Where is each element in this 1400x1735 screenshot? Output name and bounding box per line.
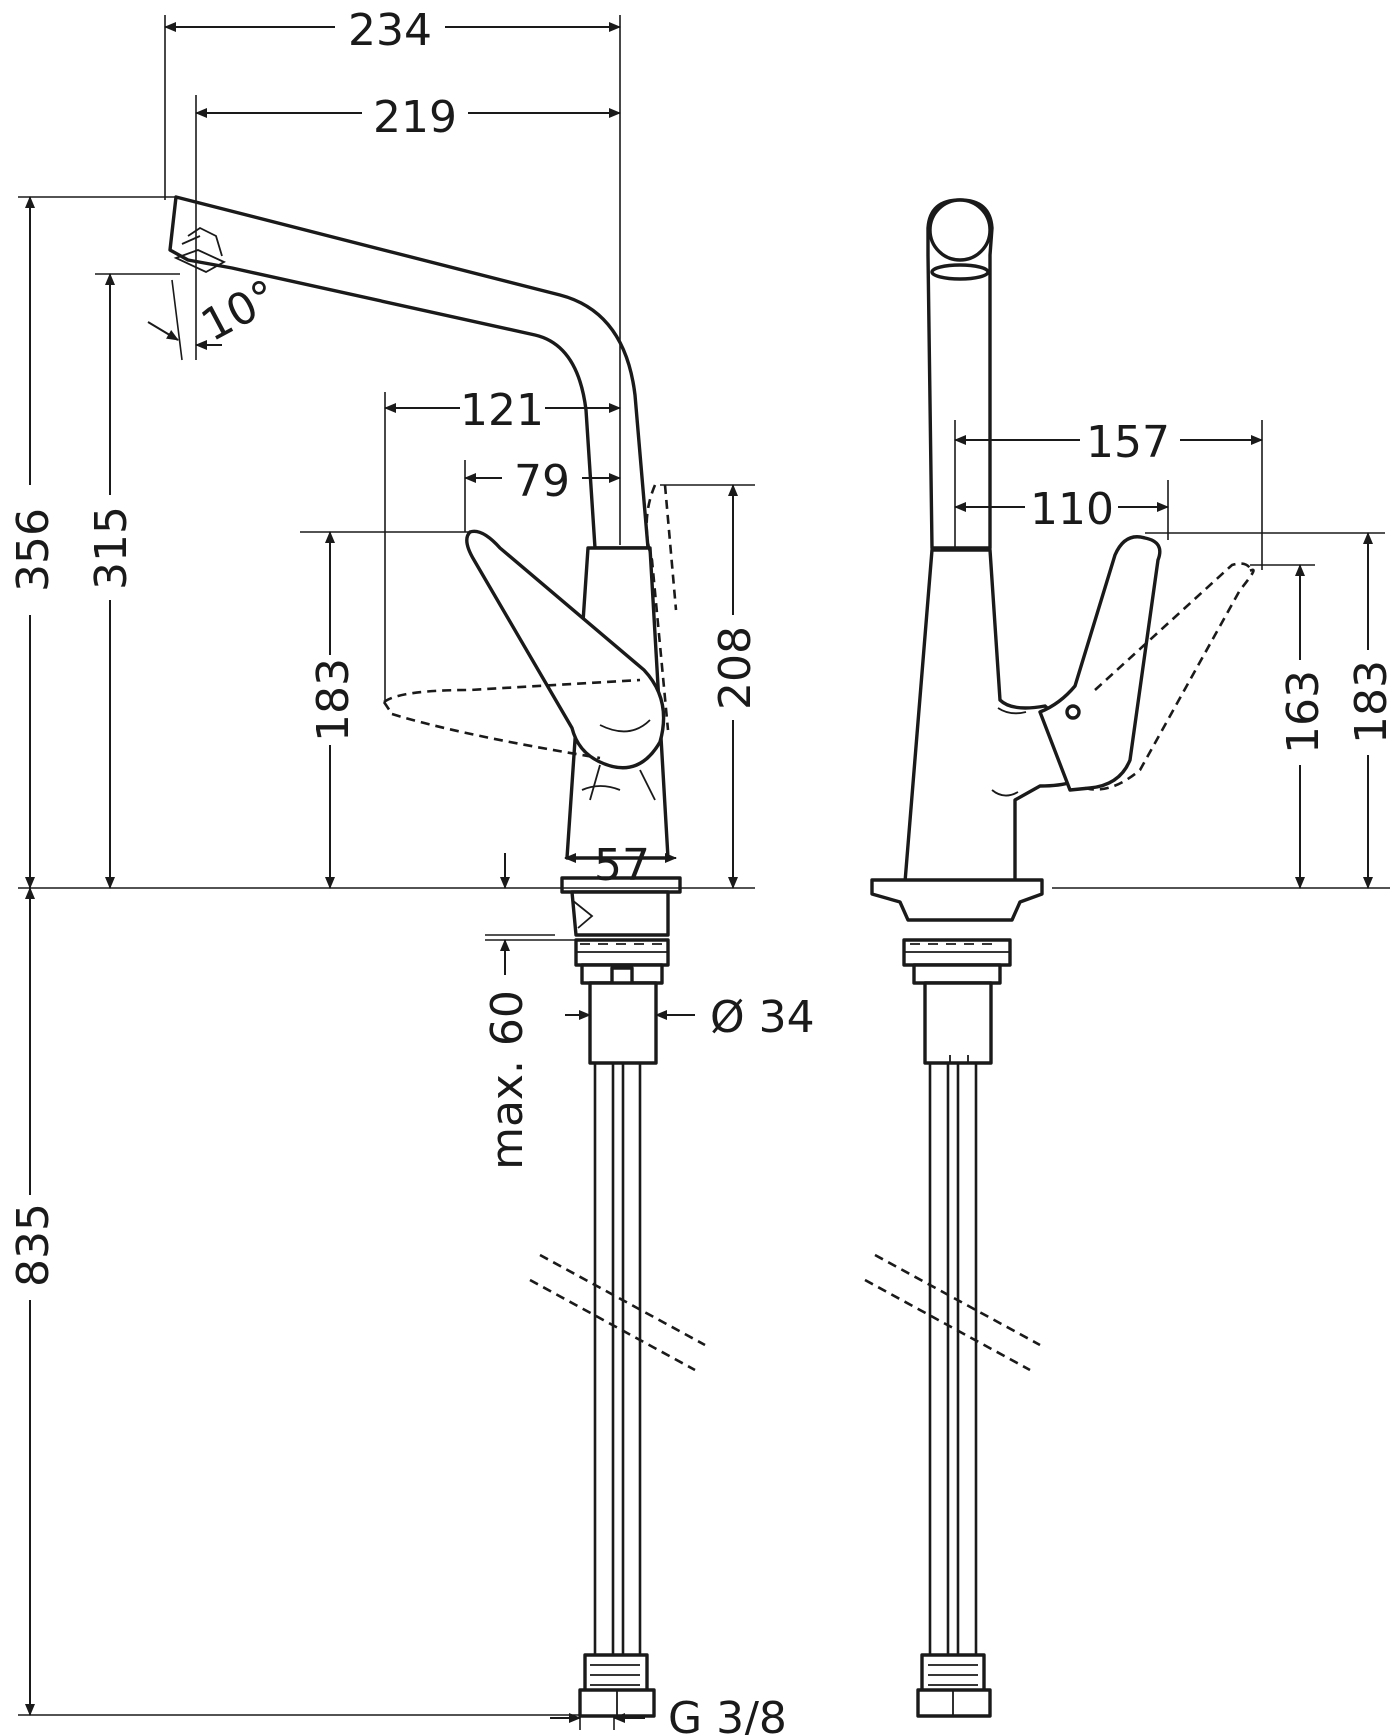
dim-label-315: 315 [86, 506, 137, 590]
dim-g38: G 3/8 [550, 1693, 787, 1735]
dim-163: 163 [1278, 564, 1329, 889]
dim-157: 157 [954, 417, 1263, 468]
dim-label-d34: Ø 34 [710, 992, 815, 1043]
dim-label-219: 219 [373, 92, 457, 143]
front-lever-alt [383, 678, 641, 704]
side-hoses [928, 1061, 978, 1672]
side-break-mark [864, 1253, 1041, 1372]
dim-79: 79 [464, 456, 621, 507]
dim-219: 219 [195, 92, 621, 143]
dim-label-79: 79 [514, 456, 570, 507]
dim-label-10deg: 10° [193, 270, 286, 352]
dim-max60: max. 60 [482, 853, 576, 1170]
dim-10deg: 10° [147, 270, 286, 352]
side-view [864, 198, 1255, 1718]
side-lever-alt [1084, 568, 1255, 791]
dim-110: 110 [954, 484, 1169, 535]
dim-label-183-front: 183 [308, 658, 359, 742]
dim-234: 234 [164, 5, 621, 56]
dim-label-110: 110 [1030, 484, 1114, 535]
side-lever [1038, 535, 1162, 792]
dim-label-57: 57 [594, 840, 650, 891]
side-shank [923, 981, 993, 1065]
dim-183-side: 183 [1346, 532, 1397, 889]
side-aerator [930, 263, 990, 281]
dim-183-front: 183 [308, 531, 359, 889]
dim-d34: Ø 34 [565, 992, 815, 1043]
dim-label-835: 835 [8, 1203, 59, 1287]
dim-208: 208 [710, 484, 761, 889]
side-base-plate [870, 878, 1044, 922]
dim-356: 356 [8, 196, 59, 889]
dim-label-208: 208 [710, 626, 761, 710]
dim-835: 835 [8, 887, 59, 1716]
front-hoses [593, 1061, 642, 1672]
front-shank [588, 981, 658, 1065]
dim-315: 315 [86, 273, 137, 889]
dim-label-356: 356 [8, 508, 59, 592]
dim-label-121: 121 [460, 385, 544, 436]
extension-lines [18, 15, 1390, 1730]
dim-57: 57 [564, 840, 677, 891]
front-break-mark [529, 1253, 706, 1372]
dim-label-157: 157 [1086, 417, 1170, 468]
front-view [168, 195, 706, 1718]
dim-label-163: 163 [1278, 670, 1329, 754]
front-lever [465, 529, 666, 770]
dim-label-183-side: 183 [1346, 660, 1397, 744]
dim-121: 121 [384, 385, 621, 436]
front-spout [168, 195, 650, 550]
dim-label-g38: G 3/8 [668, 1693, 787, 1735]
dim-label-234: 234 [348, 5, 432, 56]
dim-label-max60: max. 60 [482, 990, 533, 1170]
